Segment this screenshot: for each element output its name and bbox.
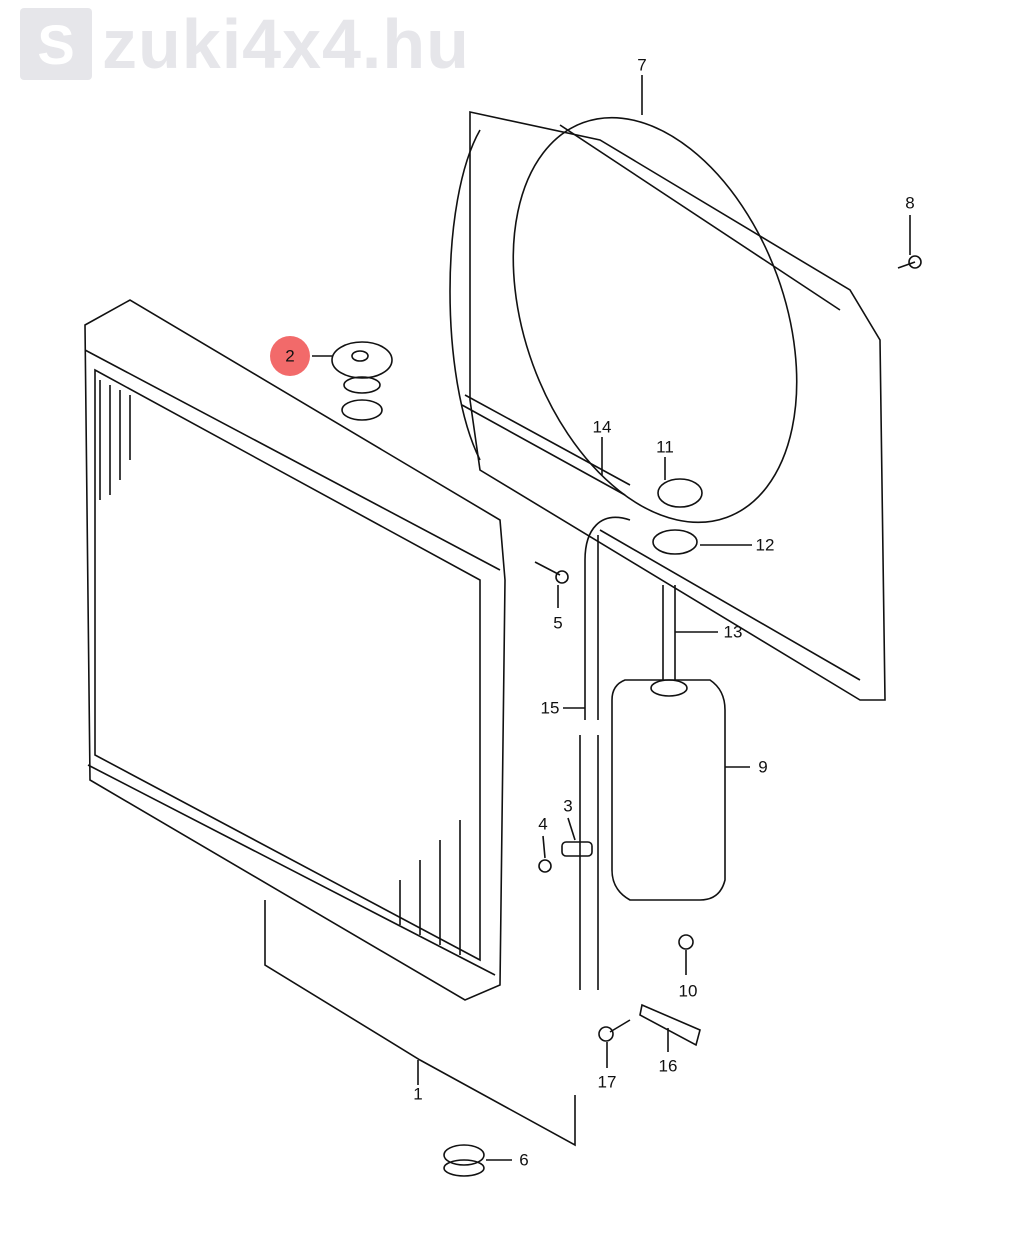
part-label-12[interactable]: 12 — [755, 535, 775, 555]
bolt-10 — [678, 934, 694, 975]
part-label-5[interactable]: 5 — [553, 613, 563, 633]
suzuki-logo-icon: S — [20, 8, 92, 80]
gasket-4 — [538, 835, 552, 873]
part-label-11[interactable]: 11 — [656, 437, 674, 457]
cushion-6 — [443, 1144, 512, 1177]
fan-shroud — [449, 75, 886, 701]
bolt-17 — [598, 1019, 631, 1068]
part-label-3[interactable]: 3 — [563, 796, 573, 816]
joint-11 — [657, 478, 703, 508]
part-label-16[interactable]: 16 — [658, 1056, 678, 1076]
bracket-16 — [639, 1003, 701, 1052]
part-label-17[interactable]: 17 — [597, 1072, 617, 1092]
drain-plug-3 — [561, 817, 593, 857]
pipe-13 — [662, 585, 676, 680]
highlight-marker — [270, 336, 310, 376]
reservoir-tank — [611, 679, 750, 901]
hose-15 — [579, 516, 631, 990]
part-label-4[interactable]: 4 — [538, 814, 548, 834]
bolt-8 — [897, 215, 922, 269]
watermark: S zuki4x4.hu — [20, 8, 470, 80]
part-label-9[interactable]: 9 — [758, 757, 768, 777]
radiator — [84, 299, 576, 1147]
bolt-5 — [534, 561, 569, 608]
grommet-12 — [652, 529, 698, 555]
watermark-text: zuki4x4.hu — [102, 5, 470, 83]
part-label-7[interactable]: 7 — [637, 55, 647, 75]
part-label-14[interactable]: 14 — [592, 417, 612, 437]
radiator-cap — [312, 341, 393, 421]
part-label-8[interactable]: 8 — [905, 193, 915, 213]
part-label-6[interactable]: 6 — [519, 1150, 529, 1170]
part-label-13[interactable]: 13 — [723, 622, 743, 642]
part-label-15[interactable]: 15 — [540, 698, 560, 718]
part-label-10[interactable]: 10 — [678, 981, 698, 1001]
part-label-2[interactable]: 2 — [285, 346, 295, 366]
part-label-1[interactable]: 1 — [413, 1084, 423, 1104]
